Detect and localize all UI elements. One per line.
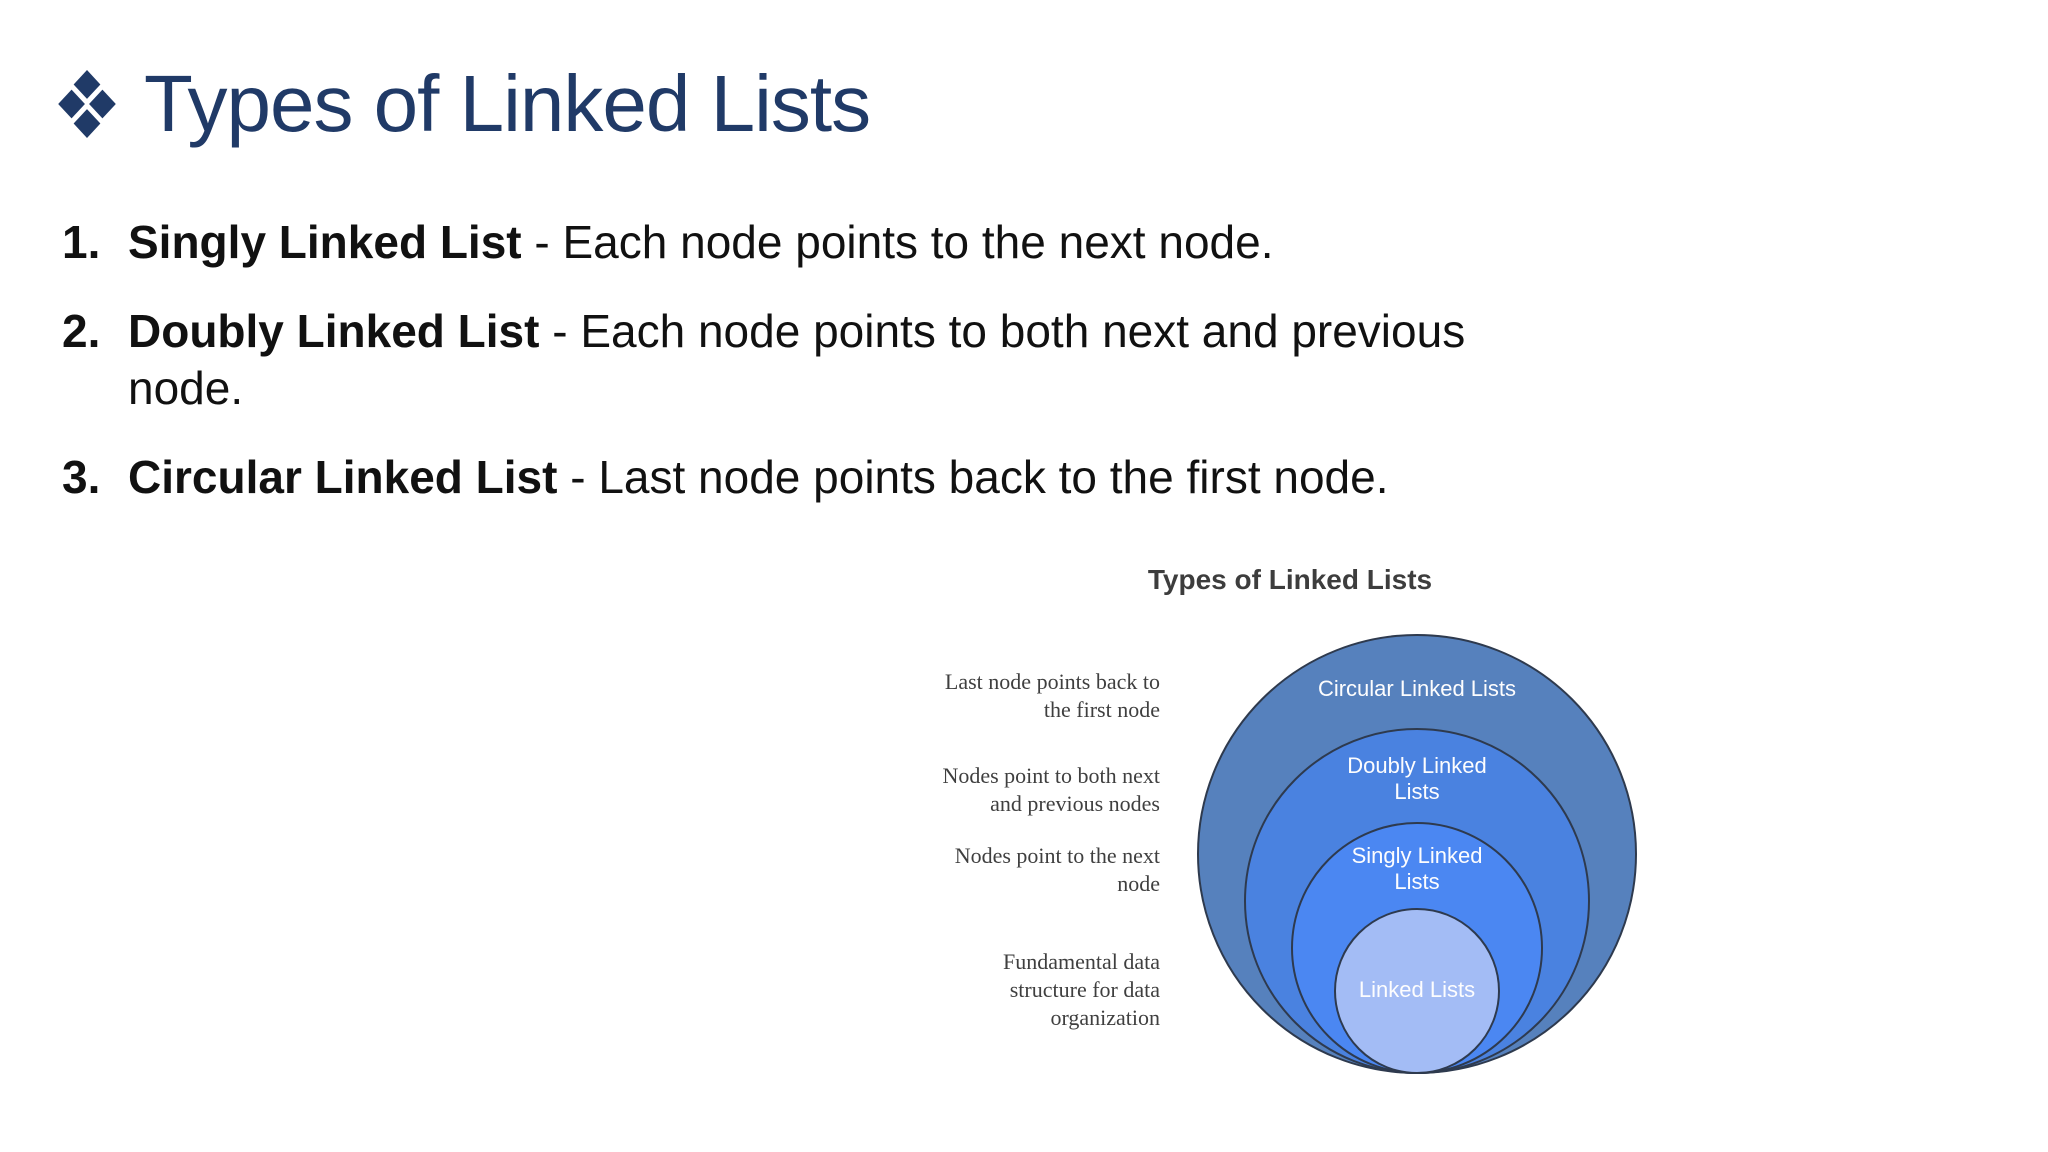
list-item-number: 3. [62, 451, 101, 503]
ring-label-doubly: Doubly Linked Lists [1347, 753, 1487, 804]
ring-annotation-linked-lists: Fundamental data structure for data orga… [1002, 949, 1160, 1030]
list-item-number: 1. [62, 216, 101, 268]
list-item-description: - Each node points to both next and prev… [128, 305, 1466, 414]
list-item-singly: 1. Singly Linked List - Each node points… [62, 214, 1742, 271]
list-item-doubly: 2. Doubly Linked List - Each node points… [62, 303, 1742, 417]
list-item-text: Circular Linked List - Last node points … [128, 449, 1742, 506]
list-item-text: Singly Linked List - Each node points to… [128, 214, 1742, 271]
list-item-term: Doubly Linked List [128, 305, 540, 357]
list-item-number: 2. [62, 305, 101, 357]
ring-annotation-circular: Last node points back to the first node [944, 669, 1160, 722]
four-diamond-bullet-icon [58, 70, 116, 138]
slide-title: Types of Linked Lists [144, 59, 871, 148]
ring-label-circular: Circular Linked Lists [1317, 676, 1517, 701]
list-item-description: - Each node points to the next node. [534, 216, 1274, 268]
figure-title: Types of Linked Lists [1147, 564, 1433, 595]
ring-label-singly: Singly Linked Lists [1351, 843, 1483, 894]
circle-linked-lists [1334, 908, 1500, 1074]
slide-title-row: Types of Linked Lists [56, 48, 871, 160]
list-item-description: - Last node points back to the first nod… [570, 451, 1389, 503]
list-item-term: Circular Linked List [128, 451, 558, 503]
list-item-text: Doubly Linked List - Each node points to… [128, 303, 1742, 417]
ring-annotation-singly: Nodes point to the next node [954, 843, 1160, 896]
ring-label-linked-lists: Linked Lists [1358, 977, 1476, 1002]
ring-annotation-doubly: Nodes point to both next and previous no… [942, 763, 1160, 816]
list-item-term: Singly Linked List [128, 216, 522, 268]
list-item-circular: 3. Circular Linked List - Last node poin… [62, 449, 1742, 506]
numbered-list: 1. Singly Linked List - Each node points… [62, 214, 1742, 538]
